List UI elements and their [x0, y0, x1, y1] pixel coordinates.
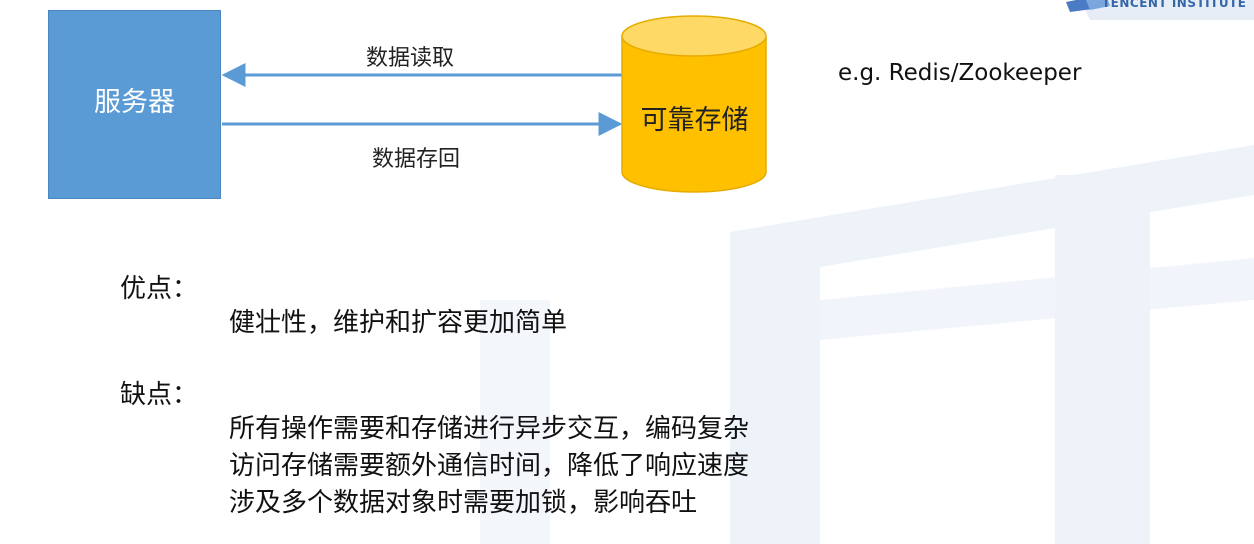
logo-icon: [1066, 0, 1110, 12]
cons-line: 访问存储需要额外通信时间，降低了响应速度: [229, 451, 750, 481]
storage-cylinder: [621, 15, 767, 193]
pros-heading: 优点：: [120, 274, 199, 304]
server-label: 服务器: [94, 87, 175, 118]
write-label: 数据存回: [372, 147, 461, 172]
cons-line: 涉及多个数据对象时需要加锁，影响吞吐: [229, 488, 698, 518]
cons-heading: 缺点：: [120, 380, 199, 410]
read-label: 数据读取: [366, 46, 455, 71]
logo-text: TENCENT INSTITUTE: [1102, 0, 1247, 10]
cons-line: 所有操作需要和存储进行异步交互，编码复杂: [229, 414, 750, 444]
storage-label: 可靠存储: [640, 105, 749, 136]
pros-text: 健壮性，维护和扩容更加简单: [229, 308, 568, 338]
server-node: 服务器: [48, 10, 221, 199]
example-text: e.g. Redis/Zookeeper: [838, 60, 1082, 86]
